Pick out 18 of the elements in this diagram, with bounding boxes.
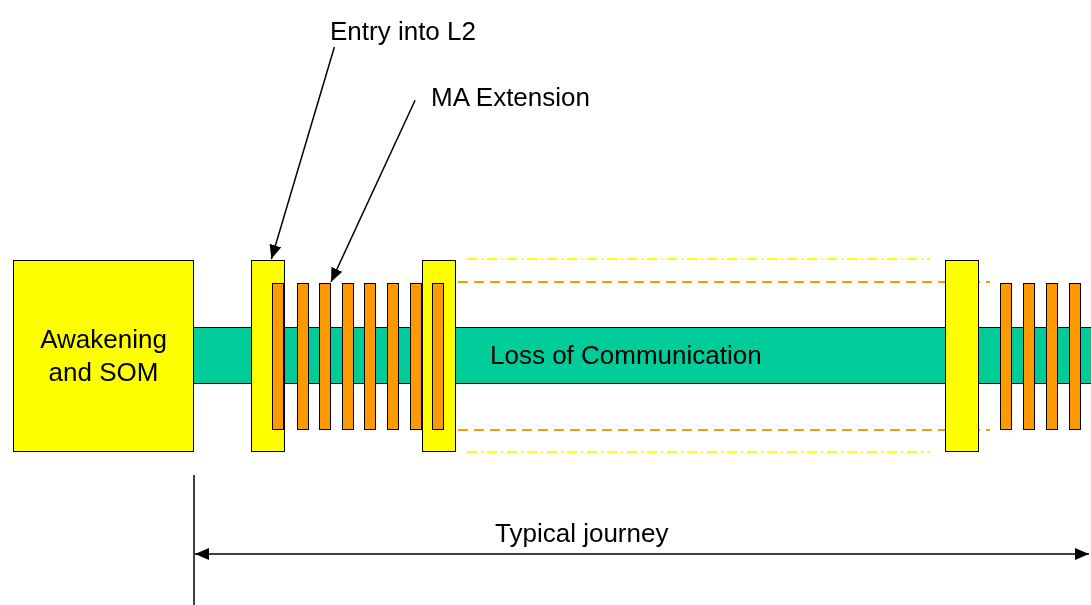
leader-line bbox=[330, 99, 416, 283]
phase-box: Awakening and SOM bbox=[13, 260, 194, 452]
bar bbox=[410, 283, 422, 430]
bar bbox=[422, 260, 456, 452]
bar bbox=[251, 260, 285, 452]
bar bbox=[297, 283, 309, 430]
leader-line bbox=[269, 46, 336, 260]
bar bbox=[1023, 283, 1035, 430]
bar bbox=[945, 260, 979, 452]
bar bbox=[1000, 283, 1012, 430]
bar bbox=[319, 283, 331, 430]
bar bbox=[431, 282, 444, 430]
bar bbox=[364, 283, 376, 430]
bar bbox=[342, 283, 354, 430]
bar bbox=[271, 282, 284, 430]
bar bbox=[1046, 283, 1058, 430]
bar bbox=[1069, 283, 1081, 430]
bar bbox=[387, 283, 399, 430]
